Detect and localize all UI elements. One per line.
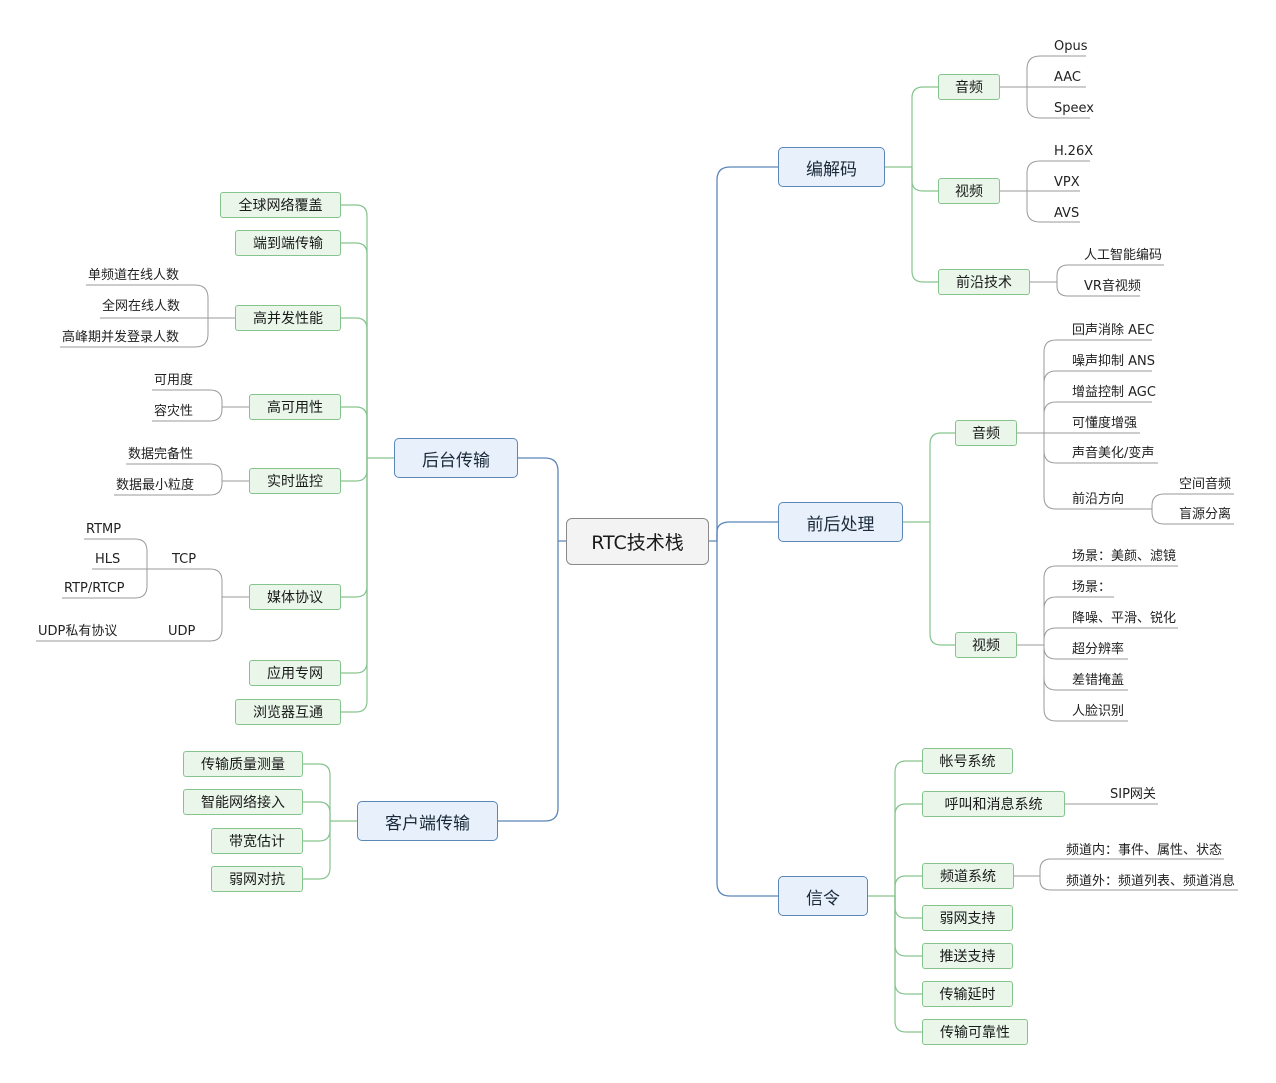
codec-frontier[interactable]: 前沿技术 [938,269,1030,295]
leaf-ai-codec[interactable]: 人工智能编码 [1084,248,1163,263]
leaf-denoise[interactable]: 降噪、平滑、锐化 [1072,611,1177,626]
leaf-tcp[interactable]: TCP [172,552,197,567]
leaf-blind-source[interactable]: 盲源分离 [1179,507,1232,522]
codec-video[interactable]: 视频 [938,178,1000,204]
leaf-disaster-tolerance[interactable]: 容灾性 [154,404,194,419]
backend-browser[interactable]: 浏览器互通 [235,699,341,725]
client-smart-access[interactable]: 智能网络接入 [183,789,303,815]
branch-processing[interactable]: 前后处理 [778,502,903,542]
backend-coverage[interactable]: 全球网络覆盖 [220,192,341,218]
codec-audio[interactable]: 音频 [938,74,1000,100]
client-weak-net[interactable]: 弱网对抗 [211,866,303,892]
leaf-ans[interactable]: 噪声抑制 ANS [1072,354,1156,369]
leaf-sip-gateway[interactable]: SIP网关 [1110,787,1156,802]
signaling-call[interactable]: 呼叫和消息系统 [922,791,1065,817]
branch-client[interactable]: 客户端传输 [357,801,498,841]
leaf-rtmp[interactable]: RTMP [86,522,122,537]
root-node[interactable]: RTC技术栈 [566,518,709,565]
leaf-udp[interactable]: UDP [168,624,196,639]
leaf-hls[interactable]: HLS [95,552,121,567]
leaf-scene[interactable]: 场景： [1072,580,1112,595]
processing-audio[interactable]: 音频 [955,420,1017,446]
leaf-availability-degree[interactable]: 可用度 [154,373,194,388]
leaf-network-online[interactable]: 全网在线人数 [102,299,181,314]
signaling-account[interactable]: 帐号系统 [922,748,1013,774]
leaf-h26x[interactable]: H.26X [1054,144,1094,159]
leaf-speex[interactable]: Speex [1054,101,1094,116]
leaf-channel-out[interactable]: 频道外：频道列表、频道消息 [1066,874,1236,889]
leaf-aac[interactable]: AAC [1054,70,1081,85]
leaf-rtp-rtcp[interactable]: RTP/RTCP [64,581,125,596]
backend-concurrency[interactable]: 高并发性能 [235,305,341,331]
backend-private-net[interactable]: 应用专网 [249,660,341,686]
branch-backend[interactable]: 后台传输 [394,438,518,478]
leaf-face-recognition[interactable]: 人脸识别 [1072,704,1125,719]
signaling-latency[interactable]: 传输延时 [922,981,1013,1007]
backend-e2e[interactable]: 端到端传输 [235,230,341,256]
branch-codec[interactable]: 编解码 [778,147,885,187]
leaf-frontier-direction[interactable]: 前沿方向 [1072,492,1125,507]
client-quality[interactable]: 传输质量测量 [183,751,303,777]
backend-media[interactable]: 媒体协议 [249,584,341,610]
signaling-reliability[interactable]: 传输可靠性 [922,1019,1028,1045]
leaf-channel-online[interactable]: 单频道在线人数 [88,268,180,283]
leaf-opus[interactable]: Opus [1054,39,1088,54]
signaling-weak-net[interactable]: 弱网支持 [922,905,1013,931]
leaf-spatial-audio[interactable]: 空间音频 [1179,477,1232,492]
processing-video[interactable]: 视频 [955,632,1017,658]
leaf-udp-private[interactable]: UDP私有协议 [38,624,118,639]
signaling-push[interactable]: 推送支持 [922,943,1013,969]
leaf-super-resolution[interactable]: 超分辨率 [1072,642,1125,657]
leaf-intelligibility[interactable]: 可懂度增强 [1072,416,1138,431]
leaf-peak-login[interactable]: 高峰期并发登录人数 [62,330,180,345]
branch-signaling[interactable]: 信令 [778,876,868,916]
leaf-aec[interactable]: 回声消除 AEC [1072,323,1155,338]
signaling-channel[interactable]: 频道系统 [922,863,1014,889]
leaf-channel-in[interactable]: 频道内：事件、属性、状态 [1066,843,1223,858]
client-bandwidth[interactable]: 带宽估计 [211,828,303,854]
leaf-data-completeness[interactable]: 数据完备性 [128,447,194,462]
backend-monitor[interactable]: 实时监控 [249,468,341,494]
leaf-error-concealment[interactable]: 差错掩盖 [1072,673,1125,688]
leaf-agc[interactable]: 增益控制 AGC [1072,385,1156,400]
leaf-avs[interactable]: AVS [1054,206,1080,221]
leaf-data-granularity[interactable]: 数据最小粒度 [116,478,195,493]
leaf-vpx[interactable]: VPX [1054,175,1080,190]
leaf-vr-av[interactable]: VR音视频 [1084,279,1141,294]
leaf-beauty-filter[interactable]: 场景：美颜、滤镜 [1072,549,1177,564]
backend-availability[interactable]: 高可用性 [249,394,341,420]
leaf-voice-beautify[interactable]: 声音美化/变声 [1072,446,1155,461]
